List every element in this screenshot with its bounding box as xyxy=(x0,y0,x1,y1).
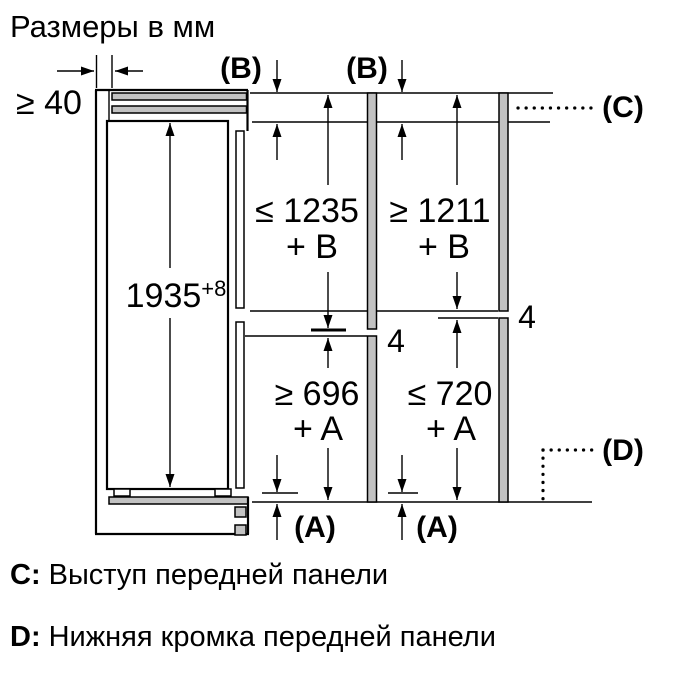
upper-panel-option1-value: ≤ 1235+ B xyxy=(255,192,359,266)
legend-text-c: Выступ передней панели xyxy=(49,559,388,591)
panel-gap-option1-value: 4 xyxy=(387,323,405,359)
top-vent-strip-1 xyxy=(111,92,248,101)
appliance-foot-right xyxy=(214,488,232,497)
legend-text-d: Нижняя кромка передней панели xyxy=(49,621,496,653)
label-d: (D) xyxy=(602,434,644,467)
legend: C:Выступ передней панели D:Нижняя кромка… xyxy=(10,559,496,653)
legend-item-c: C:Выступ передней панели xyxy=(10,559,388,591)
appliance-door-lower xyxy=(235,321,245,489)
letter-labels: (B) (B) (C) (D) (A) (A) xyxy=(220,52,644,544)
base-plinth-strip xyxy=(108,496,249,505)
lower-panel-option1-value: ≥ 696+ A xyxy=(275,375,360,448)
appliance-door-upper xyxy=(235,130,245,309)
furniture-panels xyxy=(366,92,509,503)
page-title: Размеры в мм xyxy=(10,9,215,44)
appliance-cabinet xyxy=(94,88,250,536)
base-vent-block-1 xyxy=(234,506,247,518)
label-b-right: (B) xyxy=(346,52,388,85)
wall-gap-value: ≥ 40 xyxy=(16,84,82,122)
dimension-texts: ≥ 40 1935+8 ≤ 1235+ B ≥ 1211+ B ≥ 696+ A… xyxy=(16,84,536,448)
label-a-left: (A) xyxy=(294,511,336,544)
legend-item-d: D:Нижняя кромка передней панели xyxy=(10,621,496,653)
panel-option2-upper xyxy=(498,92,509,312)
label-b-left: (B) xyxy=(220,52,262,85)
dotted-leaders xyxy=(516,106,597,502)
base-vent-block-2 xyxy=(234,524,247,536)
panel-option1-upper xyxy=(366,92,378,330)
label-a-right: (A) xyxy=(416,511,458,544)
appliance-foot-left xyxy=(113,488,131,497)
niche-height-value: 1935+8 xyxy=(126,276,227,315)
upper-panel-option2-value: ≥ 1211+ B xyxy=(389,192,490,266)
lower-panel-option2-value: ≤ 720+ A xyxy=(408,375,493,448)
panel-option1-lower xyxy=(366,335,378,503)
top-vent-strip-2 xyxy=(111,105,248,114)
dimension-arrows xyxy=(57,55,462,540)
panel-option2-lower xyxy=(498,317,509,503)
appliance-niche xyxy=(105,119,230,491)
legend-key-c: C: xyxy=(10,559,41,591)
label-c: (C) xyxy=(602,91,644,124)
niche-height-tolerance: +8 xyxy=(201,276,226,301)
legend-key-d: D: xyxy=(10,621,41,653)
panel-gap-option2-value: 4 xyxy=(518,299,536,335)
